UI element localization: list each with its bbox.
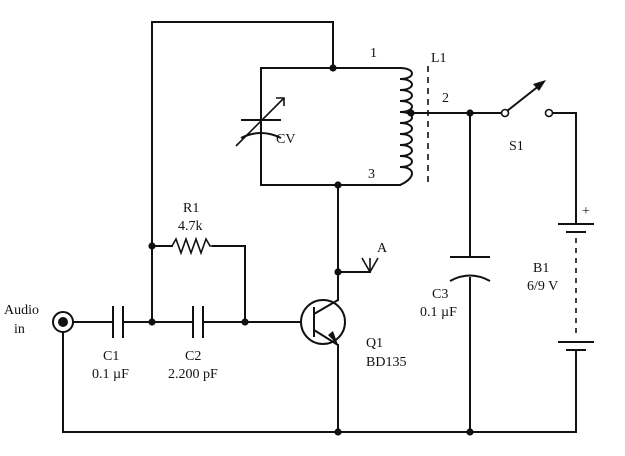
cv-name: CV: [276, 132, 295, 147]
c2-name: C2: [185, 349, 201, 364]
r1-name: R1: [183, 201, 199, 216]
tap3-label: 3: [368, 167, 375, 182]
resistor-r1: [171, 236, 213, 256]
c2-value: 2.200 pF: [168, 367, 218, 382]
coil-l1: [399, 66, 429, 186]
c1-name: C1: [103, 349, 119, 364]
transistor-q1: [300, 299, 346, 346]
l1-name: L1: [431, 51, 447, 66]
audio-in-label-line2: in: [14, 322, 25, 337]
labels: Audio in C1 0.1 µF C2 2.200 pF R1 4.7k C…: [4, 46, 590, 382]
tap1-label: 1: [370, 46, 377, 61]
b1-plus-sign: +: [582, 204, 590, 219]
variable-capacitor-cv: [235, 67, 285, 147]
r1-value: 4.7k: [178, 219, 203, 234]
antenna-label: A: [377, 241, 388, 256]
q1-value: BD135: [366, 355, 406, 370]
q1-name: Q1: [366, 336, 383, 351]
battery-b1: [558, 223, 594, 356]
capacitor-c3: [449, 256, 491, 282]
c3-value: 0.1 µF: [420, 305, 457, 320]
capacitor-c2: [192, 306, 204, 338]
c1-value: 0.1 µF: [92, 367, 129, 382]
capacitor-c1: [112, 306, 124, 338]
switch-s1: [500, 80, 554, 118]
b1-name: B1: [533, 261, 549, 276]
wires: [62, 21, 577, 433]
c3-name: C3: [432, 287, 448, 302]
audio-input-jack: [52, 311, 74, 333]
antenna-a: [361, 257, 379, 273]
b1-value: 6/9 V: [527, 279, 558, 294]
s1-name: S1: [509, 139, 524, 154]
tap2-label: 2: [442, 91, 449, 106]
audio-in-label-line1: Audio: [4, 303, 39, 318]
